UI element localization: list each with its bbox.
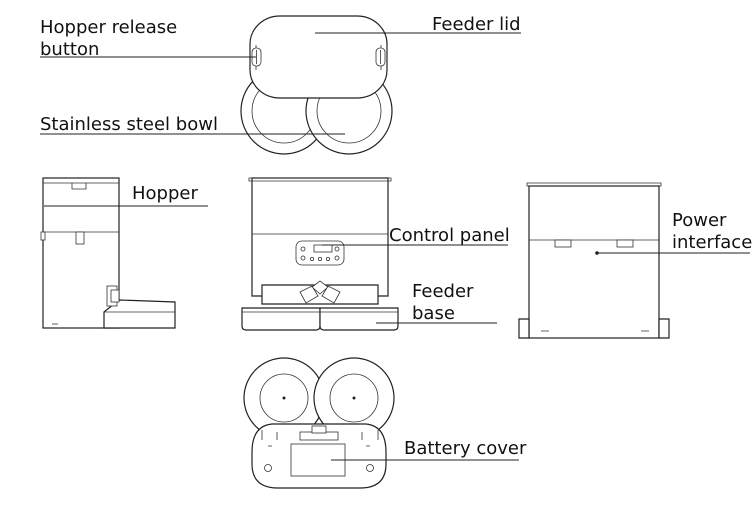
label-feeder-lid: Feeder lid bbox=[432, 14, 521, 35]
label-power-interface: Power interface bbox=[672, 210, 753, 253]
label-feeder-base: Feeder base bbox=[412, 281, 474, 324]
leader-lines bbox=[40, 32, 750, 461]
hopper-release-buttons bbox=[251, 47, 386, 67]
back-view bbox=[518, 182, 670, 339]
control-panel-shape bbox=[295, 240, 345, 266]
bottom-view bbox=[243, 357, 395, 489]
label-battery-cover: Battery cover bbox=[404, 438, 527, 459]
feeder-lid-shape bbox=[249, 15, 388, 99]
label-stainless-steel-bowl: Stainless steel bowl bbox=[40, 114, 218, 135]
front-view bbox=[241, 177, 399, 331]
top-view bbox=[240, 15, 393, 155]
label-control-panel: Control panel bbox=[389, 225, 510, 246]
label-hopper-release-button: Hopper release button bbox=[40, 17, 178, 60]
side-view-left bbox=[40, 177, 176, 329]
feeder-base-bowls-front bbox=[241, 307, 399, 331]
label-hopper: Hopper bbox=[132, 183, 198, 204]
